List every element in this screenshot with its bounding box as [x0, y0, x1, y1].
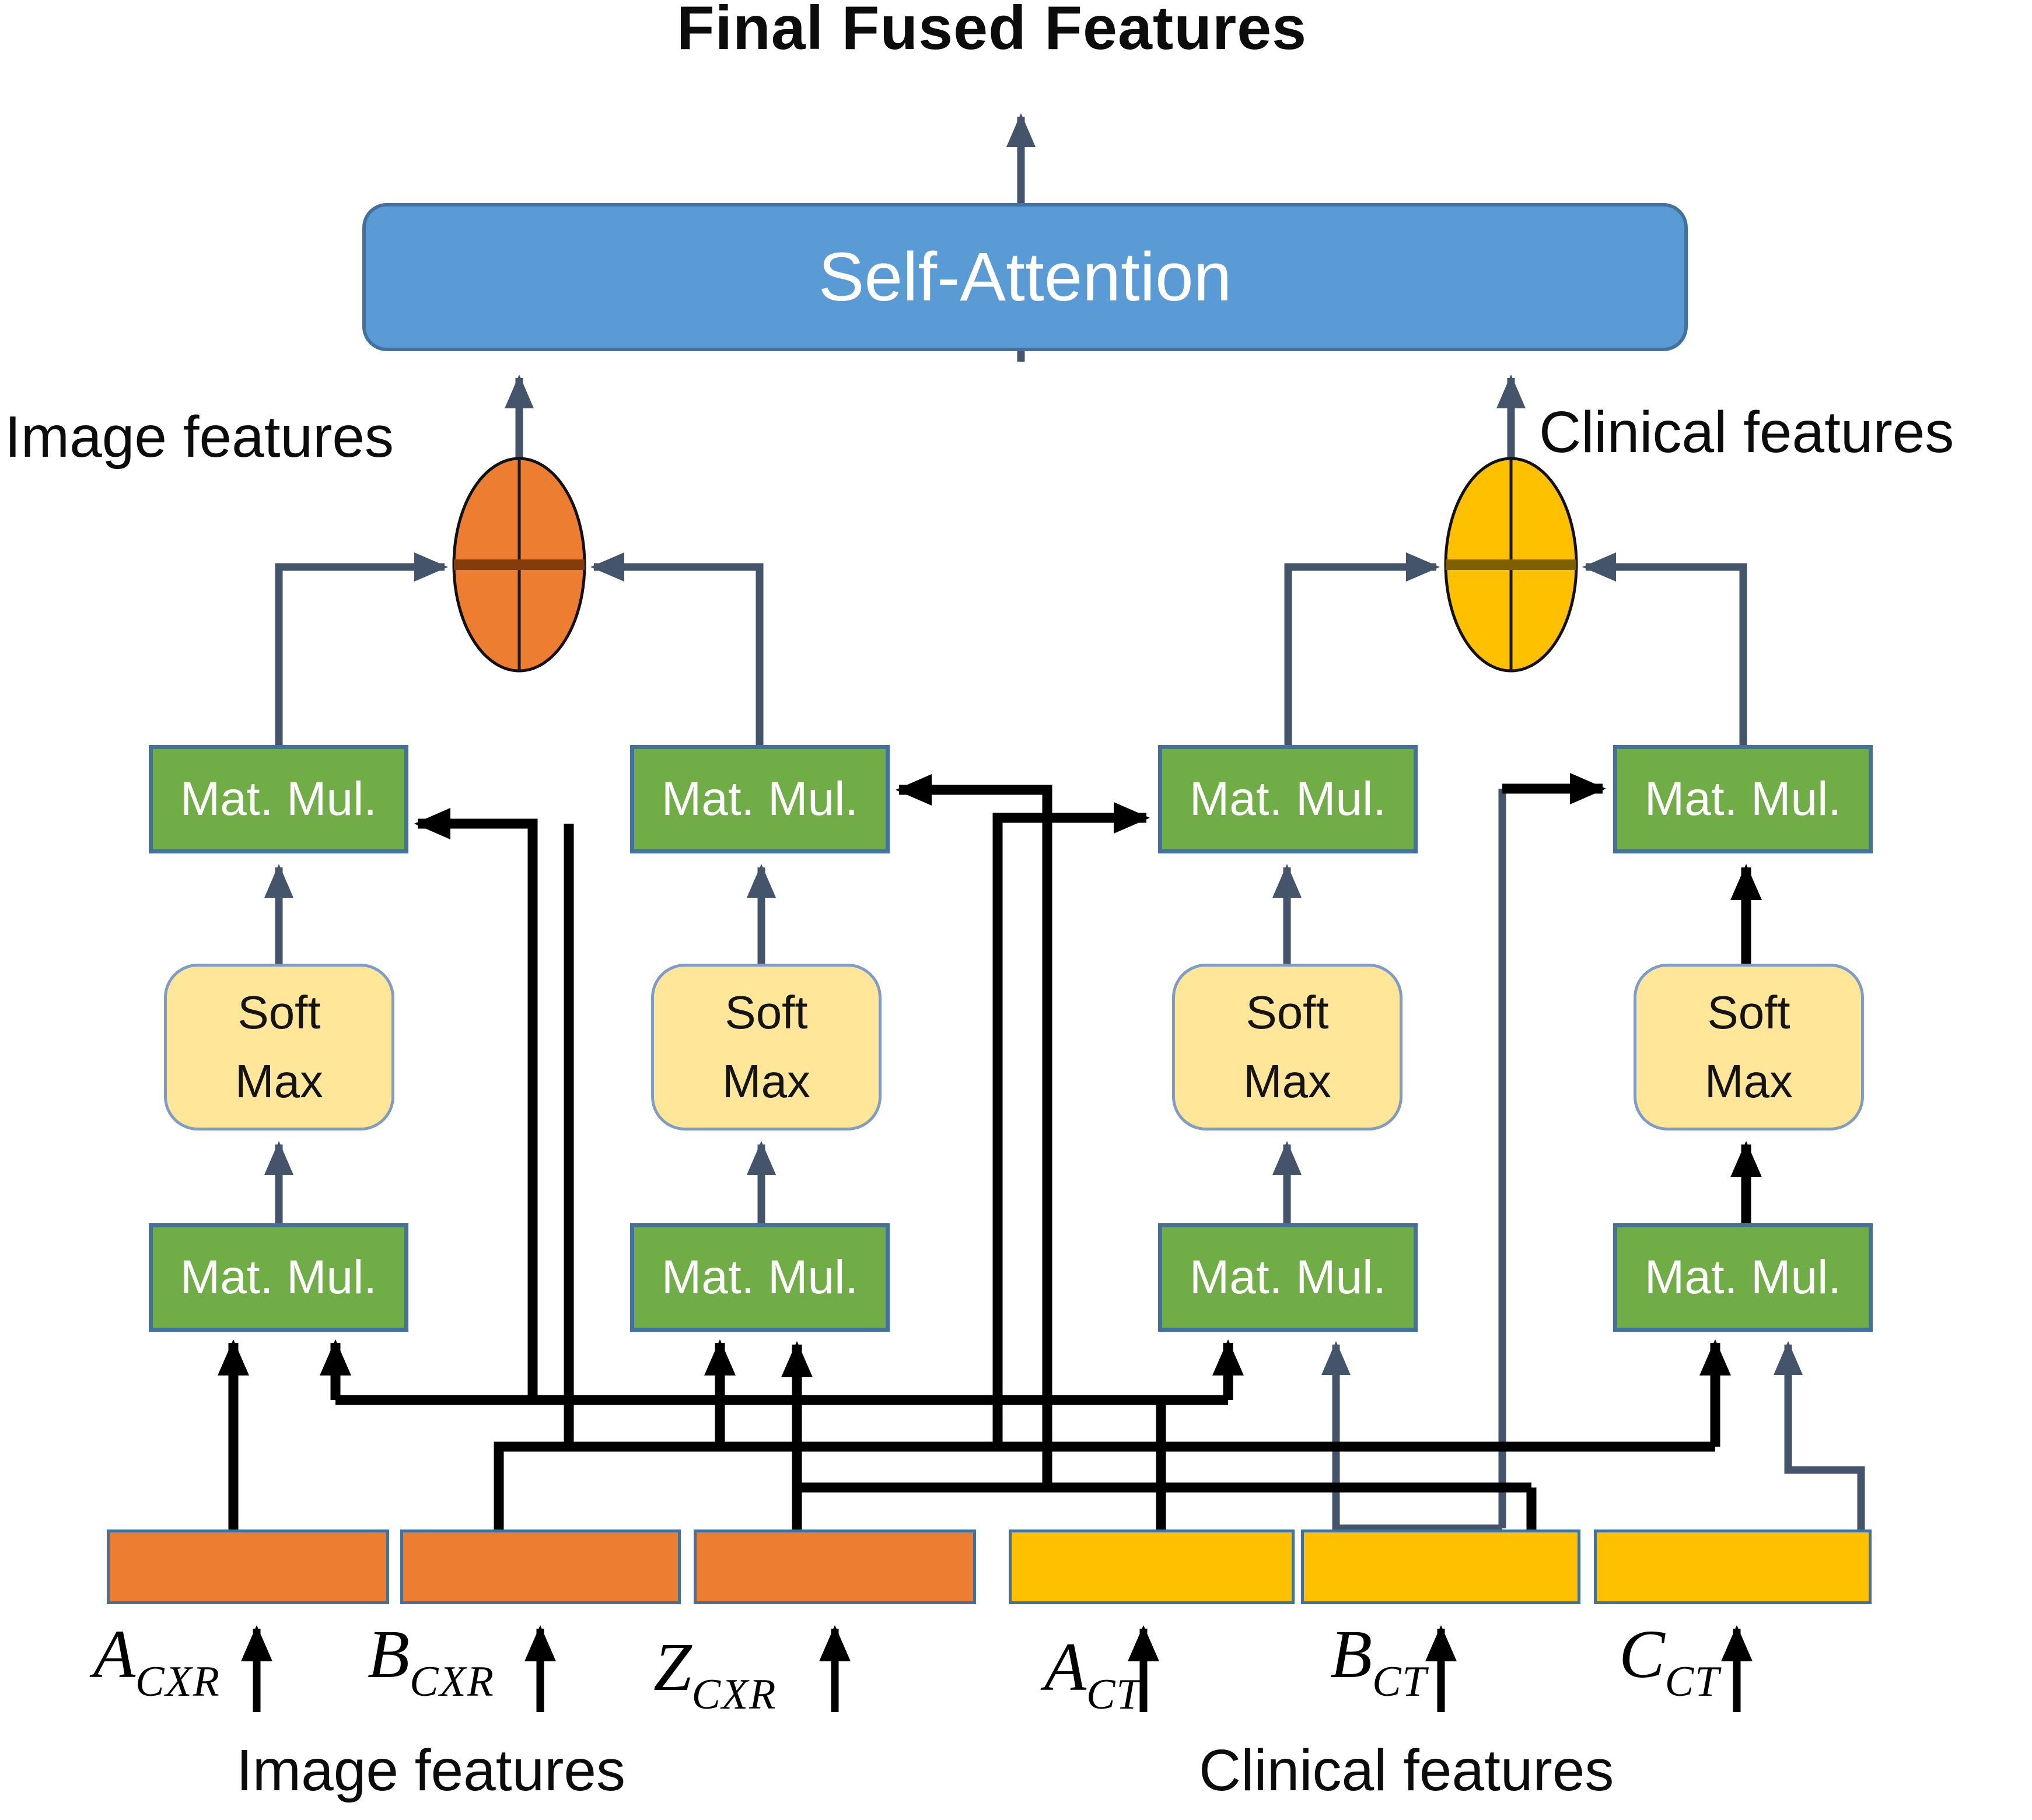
input-label-zcxr: ZCXR [653, 1629, 777, 1718]
matmul-block-upper-2: Mat. Mul. [630, 745, 890, 853]
input-label-acxr: ACXR [93, 1616, 221, 1706]
black-cross-wires [218, 773, 1762, 1530]
matmul-label: Mat. Mul. [1644, 772, 1842, 825]
matmul-label: Mat. Mul. [180, 772, 377, 825]
image-feature-bar-3 [694, 1530, 976, 1604]
matmul-label: Mat. Mul. [1189, 1251, 1387, 1304]
matmul-label: Mat. Mul. [661, 772, 859, 825]
wire-matmul4-to-clinical-node [1582, 552, 1747, 745]
wire-into-matmul1-right [414, 808, 538, 1400]
clinical-feature-bar-3 [1594, 1530, 1872, 1604]
wire-cct-into-matmul8-right [1774, 1341, 1865, 1530]
diagram-title: Final Fused Features [676, 0, 1307, 62]
matmul-label: Mat. Mul. [661, 1251, 859, 1304]
image-features-bottom-label: Image features [236, 1738, 626, 1803]
input-label-bct: BCT [1330, 1616, 1428, 1706]
wire-into-matmul3-left [992, 802, 1150, 1447]
input-label-act: ACT [1044, 1629, 1142, 1718]
slate-flow-wires [264, 113, 1865, 1532]
clinical-features-bottom-label: Clinical features [1199, 1738, 1614, 1803]
matmul-block-lower-3: Mat. Mul. [1158, 1223, 1418, 1332]
input-label-cct: CCT [1619, 1616, 1720, 1706]
matmul-label: Mat. Mul. [180, 1251, 377, 1304]
image-feature-bar-2 [400, 1530, 681, 1604]
input-label-arrows [241, 1625, 1753, 1712]
clinical-features-top-label: Clinical features [1539, 400, 1954, 465]
matmul-block-upper-4: Mat. Mul. [1613, 745, 1873, 853]
matmul-block-lower-1: Mat. Mul. [149, 1223, 408, 1332]
matmul-block-upper-3: Mat. Mul. [1158, 745, 1418, 853]
input-label-bcxr: BCXR [368, 1616, 495, 1706]
matmul-block-lower-2: Mat. Mul. [630, 1223, 890, 1332]
clinical-feature-bar-1 [1009, 1530, 1295, 1604]
wire-matmul3-to-clinical-node [1284, 552, 1440, 745]
matmul-block-lower-4: Mat. Mul. [1613, 1223, 1873, 1332]
wire-matmul2-to-image-node [590, 552, 764, 745]
wire-into-matmul2-right [896, 774, 1052, 1488]
fusion-nodes [452, 457, 1578, 673]
clinical-feature-bar-2 [1301, 1530, 1580, 1604]
wire-cross-into-matmul7-right [1321, 1341, 1502, 1532]
matmul-label: Mat. Mul. [1189, 772, 1387, 825]
matmul-label: Mat. Mul. [1644, 1251, 1842, 1304]
image-features-top-label: Image features [5, 404, 394, 470]
image-feature-bar-1 [107, 1530, 389, 1604]
bus-line-2 [494, 1441, 1715, 1530]
self-attention-block: Self-Attention [362, 203, 1688, 351]
matmul-block-upper-1: Mat. Mul. [149, 745, 408, 853]
self-attention-label: Self-Attention [818, 239, 1232, 316]
wire-matmul1-to-image-node [275, 552, 448, 745]
